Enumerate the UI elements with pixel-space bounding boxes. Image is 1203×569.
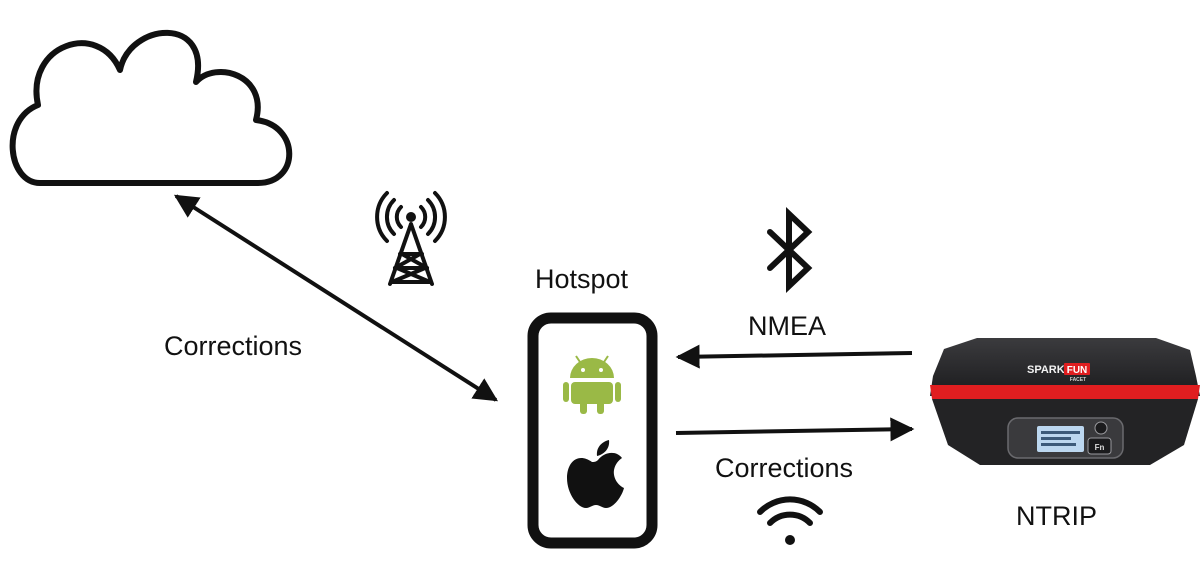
smartphone-icon <box>527 312 658 549</box>
corrections-arrow-cloud-phone <box>173 194 499 402</box>
bluetooth-icon <box>767 207 813 293</box>
gnss-receiver-device: Fn SPARK FUN FACET <box>930 338 1200 465</box>
cell-tower-icon <box>375 191 447 286</box>
device-brand-spark: SPARK <box>1027 364 1065 376</box>
ntrip-label: NTRIP <box>1016 501 1097 531</box>
android-icon <box>563 355 621 414</box>
nmea-label: NMEA <box>748 311 827 341</box>
hotspot-label: Hotspot <box>535 264 629 294</box>
device-fn-key: Fn <box>1095 443 1105 452</box>
device-brand-fun: FUN <box>1067 365 1088 376</box>
corrections-arrow-phone-device <box>675 417 915 442</box>
apple-icon <box>567 440 624 508</box>
wifi-icon <box>757 496 823 545</box>
corrections-label-right: Corrections <box>715 453 854 483</box>
corrections-label-left: Corrections <box>164 331 303 361</box>
device-model-label: FACET <box>1070 377 1086 383</box>
cloud-icon <box>9 29 293 186</box>
nmea-arrow <box>675 344 913 369</box>
